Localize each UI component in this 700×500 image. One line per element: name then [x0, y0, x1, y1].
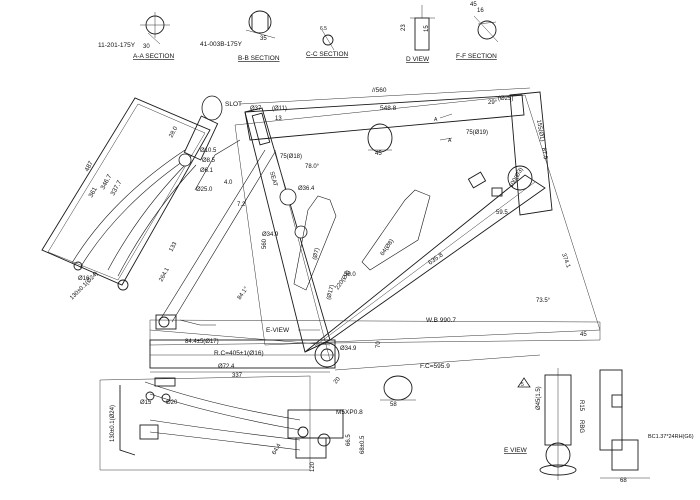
- dropout-d7: 64.4: [272, 442, 283, 456]
- bb-dim20: 20: [333, 376, 342, 385]
- fork-l1: 361: [88, 186, 99, 199]
- st-d4: (Ø17): [326, 284, 336, 300]
- tri-label: 5: [521, 382, 524, 388]
- aa-part: 11-201-175Y: [98, 42, 136, 49]
- bb-dia: Ø34.9: [340, 346, 357, 352]
- head-angle: 29°: [488, 100, 498, 106]
- aa-dim: 30: [143, 44, 150, 50]
- bb-part: 41-003B-175Y: [200, 41, 243, 48]
- rv-d3: Ø45(1.5): [536, 386, 542, 410]
- head-lower: 75(Ø19): [466, 130, 488, 136]
- fork-d4: Ø6.1: [200, 168, 214, 174]
- marker-a1: A: [434, 117, 438, 123]
- dt-d1: 64(Ø8): [380, 238, 396, 257]
- bb-ellipse-dim: 58: [390, 402, 397, 408]
- dropout-d2: Ø15: [140, 400, 152, 406]
- dt-d4: 374.1: [560, 253, 571, 270]
- d-dim2: 15: [424, 25, 430, 32]
- head-upper: (Ø25): [498, 96, 513, 102]
- d-title: D VIEW: [406, 56, 430, 63]
- tt-ellipse-dim: 45: [375, 151, 382, 157]
- fork-d3: Ø8.5: [202, 158, 216, 164]
- fc-label: F.C=595.9: [420, 363, 450, 370]
- marker-a2: A: [448, 138, 452, 144]
- dt-d5: 59.5: [496, 210, 508, 216]
- fork-d8: Ø16: [78, 276, 90, 282]
- st-d2: Ø36.4: [298, 186, 315, 192]
- st-d3: Ø34.9: [262, 232, 279, 238]
- cc-title: C-C SECTION: [306, 51, 349, 58]
- head-bottom-angle: 73.5°: [536, 298, 551, 304]
- section-aa: 30 11-201-175Y A-A SECTION: [98, 12, 174, 60]
- cs-d2: 337: [232, 373, 243, 379]
- st-small: (Ø7): [312, 247, 321, 260]
- tt-length: 548.8: [380, 105, 397, 112]
- slot-label: SLOT: [225, 101, 242, 108]
- dropout-d6: 120: [310, 461, 316, 472]
- head-len: 155(Ø1): [535, 119, 545, 142]
- rv-d1: R15: [578, 400, 584, 412]
- dropout-m5: M5XP0.8: [336, 409, 363, 416]
- right-detail-views: 5 Ø45(1.5) R15 RBG E VIEW 68 BC1.37*24RH…: [504, 368, 694, 484]
- bottle-right: [361, 189, 431, 271]
- bb-dim: 35: [260, 36, 267, 42]
- dropout-d5: 68±0.5: [360, 435, 366, 454]
- fork-l3: 337.7: [110, 179, 124, 197]
- main-frame: 548.8 //560 SLOT Ø37 (Ø11) 13 29° (Ø25) …: [149, 87, 601, 408]
- section-ff: 16 45 F-F SECTION: [456, 2, 499, 60]
- cs-d1: Ø72.4: [218, 364, 235, 370]
- view-d: 23 15 D VIEW: [401, 5, 435, 63]
- eview-label: E-VIEW: [266, 327, 290, 334]
- section-bb: 35 41-003B-175Y B-B SECTION: [200, 10, 280, 62]
- aa-title: A-A SECTION: [133, 53, 174, 60]
- fork-d6: 4.0: [224, 180, 233, 186]
- bb-title: B-B SECTION: [238, 55, 280, 62]
- rv-d2: RBG: [578, 420, 584, 433]
- st-len: 560: [262, 238, 268, 249]
- section-cc: 6.5 C-C SECTION: [306, 26, 349, 58]
- ff-title: F-F SECTION: [456, 53, 497, 60]
- bb-dim70: 70: [376, 341, 382, 348]
- dropout-d1: 130±0.1(Ø24): [110, 405, 116, 442]
- rv-d5: 68: [620, 478, 627, 484]
- rv-d4: BC1.37*24RH(G6): [648, 434, 694, 440]
- fork-d5: Ø25.0: [196, 187, 213, 193]
- dropout-d4: 66.5: [346, 434, 352, 446]
- tt-dim13: 13: [275, 116, 282, 122]
- fork-len: 487: [84, 160, 95, 173]
- cs-rc: R.C=405±1(Ø16): [214, 350, 264, 357]
- fork-d10: 133: [168, 241, 178, 253]
- fork-d2: Ø10.5: [200, 148, 217, 154]
- bottle-left: [293, 195, 337, 291]
- cc-dim: 6.5: [320, 26, 327, 32]
- d-dim1: 23: [401, 24, 407, 31]
- ss-ang: 84.1°: [237, 286, 250, 301]
- fork-d11: 264.1: [158, 266, 171, 283]
- fork-view: 487 361 346.7 337.7 28.0 Ø10.5 Ø8.5 Ø6.1…: [41, 95, 246, 301]
- dt-d3: 58.0: [344, 272, 356, 278]
- seat-clamp-dim: (Ø11): [272, 106, 287, 112]
- dropout-d3: Ø20: [166, 400, 178, 406]
- st-ang: 78.0°: [305, 164, 320, 170]
- fork-d1: 28.0: [168, 125, 179, 139]
- st-d1: 75(Ø18): [280, 154, 302, 160]
- wheelbase-label: W.B 990.7: [426, 317, 456, 324]
- dt-len: 635.8: [427, 251, 445, 266]
- rear-dropout-view: 130±0.1(Ø24) Ø15 Ø20 M5XP0.8 66.5 68±0.5…: [99, 375, 366, 472]
- head-len2: 87.5: [540, 147, 548, 160]
- tt-effective: //560: [372, 87, 387, 94]
- wb-d1: 45: [580, 332, 587, 338]
- ff-dim1: 16: [477, 8, 484, 14]
- fork-d7: 7.2: [237, 202, 246, 208]
- ff-dim2: 45: [470, 2, 477, 8]
- st-seat: SEAT: [268, 171, 278, 188]
- cs-ang: 84.4±5(Ø17): [185, 339, 219, 345]
- eview-bottom: E VIEW: [504, 447, 528, 454]
